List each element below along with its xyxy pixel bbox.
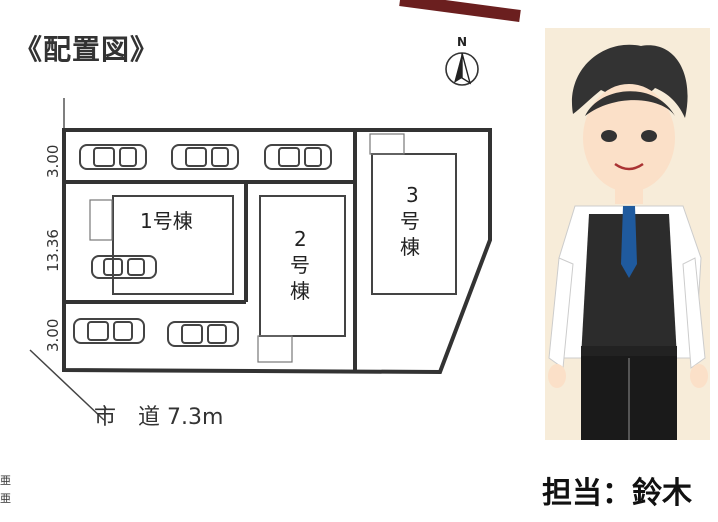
edge-text-2: 亜	[0, 492, 11, 505]
building-2-label-3: 棟	[290, 279, 310, 303]
building-3-label-2: 号	[400, 209, 420, 233]
page-title: 《配置図》	[14, 33, 160, 66]
car-icon	[264, 144, 332, 170]
car-icon	[73, 318, 145, 344]
building-2-label-2: 号	[290, 253, 310, 277]
staff-avatar-illustration	[548, 44, 708, 440]
lot-boundary	[62, 128, 492, 375]
dimension-bottom: 3.00	[44, 319, 62, 352]
building-3-label-1: 3	[406, 183, 419, 207]
building-1	[112, 195, 234, 295]
compass-label: N	[457, 35, 467, 49]
building-1-label: 1号棟	[140, 209, 193, 233]
car-icon	[167, 321, 239, 347]
building-3	[371, 153, 457, 295]
dimension-top: 3.00	[44, 145, 62, 178]
car-icon	[79, 144, 147, 170]
building-3-label-3: 棟	[400, 235, 420, 259]
staff-name: 担当：鈴木	[542, 476, 692, 511]
road-label: 市 道 7.3m	[94, 405, 223, 430]
arrow-decoration	[399, 0, 521, 22]
building-2-label-1: 2	[294, 227, 307, 251]
car-icon	[91, 255, 157, 279]
staff-portrait	[545, 28, 710, 440]
edge-text-1: 亜	[0, 474, 11, 487]
building-2	[259, 195, 346, 337]
car-icon	[171, 144, 239, 170]
north-compass-icon: N	[445, 35, 479, 86]
dimension-middle: 13.36	[44, 229, 62, 272]
